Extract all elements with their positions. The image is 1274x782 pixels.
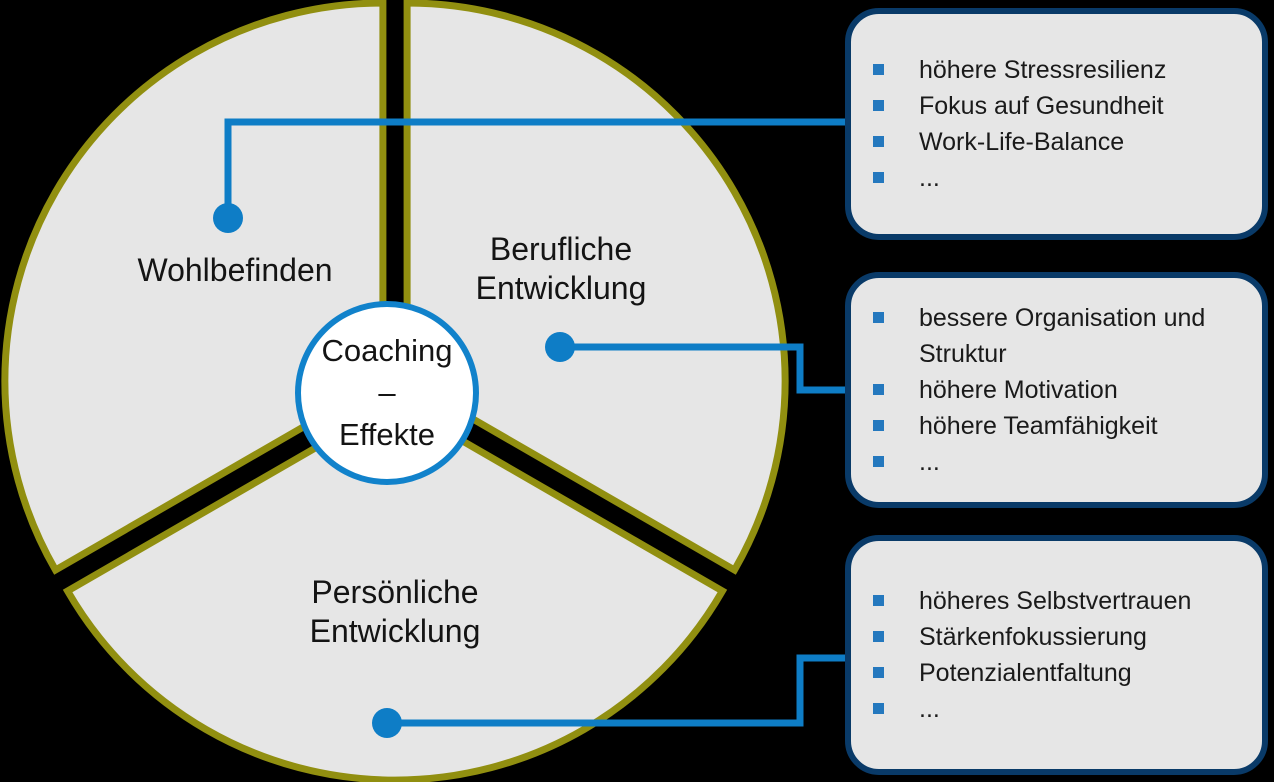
list-item: ... [873, 160, 1250, 196]
center-title-dash: – [378, 375, 396, 410]
bullet-list-wohlbefinden: höhere Stressresilienz Fokus auf Gesundh… [851, 52, 1262, 196]
center-title-line1: Coaching [321, 333, 453, 368]
sector-wohlbefinden [1, 0, 387, 575]
connector-dot-persoenliche [372, 708, 402, 738]
sector-label-berufliche-entwicklung: Berufliche Entwicklung [475, 231, 647, 306]
sector-berufliche-entwicklung [403, 0, 789, 575]
list-item: ... [873, 444, 1250, 480]
list-item: höhere Teamfähigkeit [873, 408, 1250, 444]
callout-box-persoenliche: höheres Selbstvertrauen Stärkenfokussier… [845, 535, 1268, 775]
connector-dot-wohlbefinden [213, 203, 243, 233]
sector-persoenliche-entwicklung [62, 397, 728, 782]
list-item: Stärkenfokussierung [873, 619, 1250, 655]
center-circle-text: Coaching – Effekte [277, 330, 497, 456]
list-item: höhere Motivation [873, 372, 1250, 408]
list-item: Work-Life-Balance [873, 124, 1250, 160]
center-circle [295, 301, 479, 485]
connector-line-wohlbefinden [224, 118, 848, 218]
center-title-line2: Effekte [339, 417, 435, 452]
list-item: Potenzialentfaltung [873, 655, 1250, 691]
bullet-list-berufliche: bessere Organisation und Struktur höhere… [851, 300, 1262, 480]
list-item: Fokus auf Gesundheit [873, 88, 1250, 124]
connector-dot-berufliche [545, 332, 575, 362]
bullet-list-persoenliche: höheres Selbstvertrauen Stärkenfokussier… [851, 583, 1262, 727]
connector-line-berufliche [560, 343, 848, 394]
list-item: ... [873, 691, 1250, 727]
callout-box-berufliche: bessere Organisation und Struktur höhere… [845, 272, 1268, 508]
list-item: höheres Selbstvertrauen [873, 583, 1250, 619]
connector-line-persoenliche [387, 654, 848, 727]
callout-box-wohlbefinden: höhere Stressresilienz Fokus auf Gesundh… [845, 8, 1268, 240]
list-item: bessere Organisation und Struktur [873, 300, 1250, 372]
sector-label-persoenliche-entwicklung: Persönliche Entwicklung [309, 574, 481, 649]
sector-label-wohlbefinden: Wohlbefinden [137, 252, 333, 288]
list-item: höhere Stressresilienz [873, 52, 1250, 88]
